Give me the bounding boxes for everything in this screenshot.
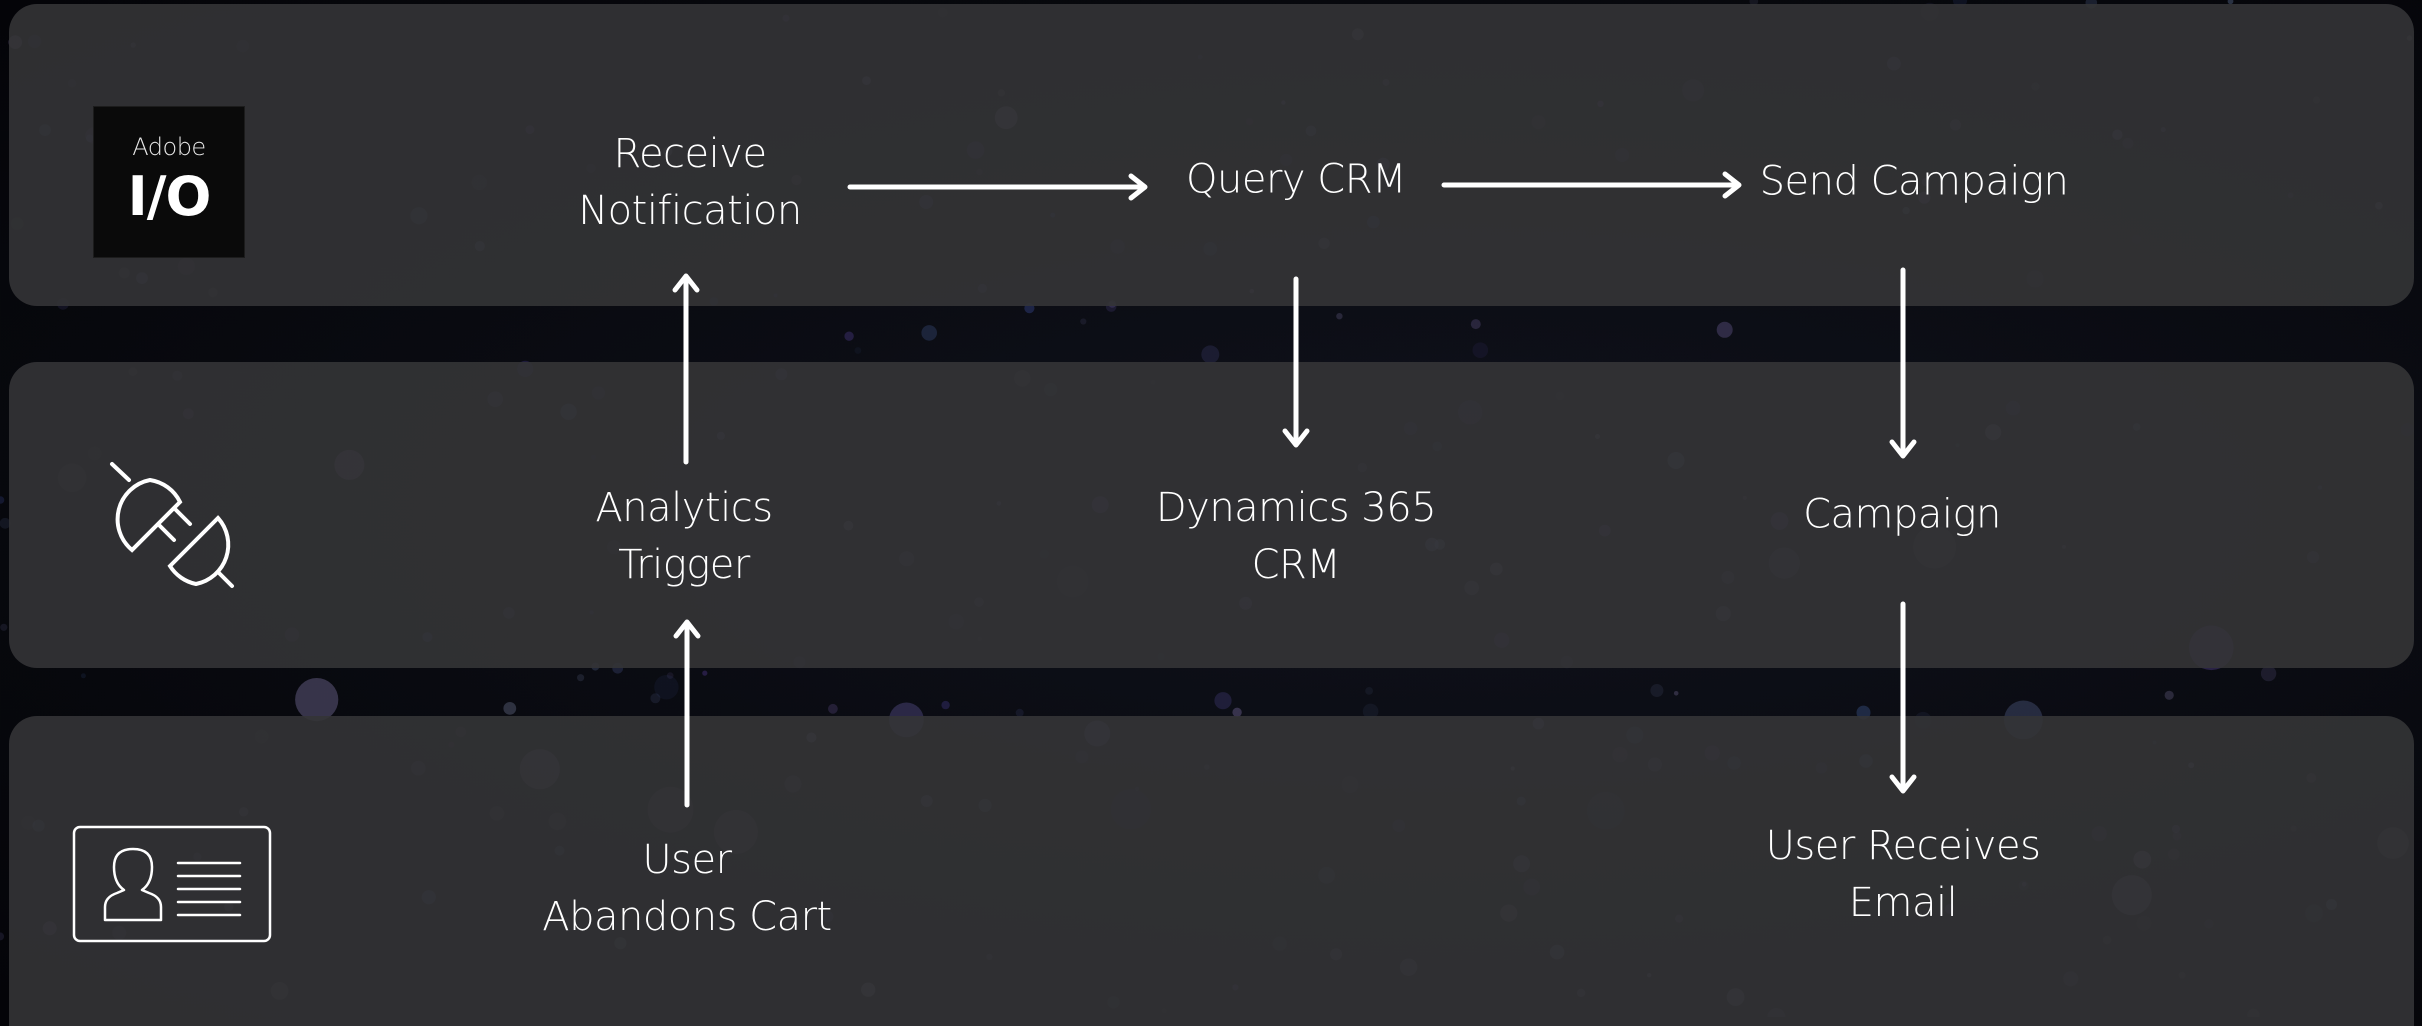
bokeh-particle bbox=[0, 496, 5, 504]
node-label-line: CRM bbox=[1251, 542, 1341, 588]
bokeh-particle bbox=[80, 673, 86, 679]
bokeh-particle bbox=[1673, 691, 1679, 696]
node-label-line: Email bbox=[1848, 880, 1958, 926]
bokeh-particle bbox=[577, 674, 585, 682]
bokeh-particle bbox=[1362, 703, 1379, 720]
bokeh-particle bbox=[702, 670, 708, 676]
arrow-send-to-campaign bbox=[1889, 267, 1917, 459]
swimlane-user bbox=[9, 716, 2414, 1026]
adobe-io-logo: Adobe I/O bbox=[94, 107, 244, 257]
arrow-query-to-send bbox=[1441, 171, 1742, 199]
bokeh-particle bbox=[0, 623, 8, 631]
node-user-receives-email: User Receives Email bbox=[1766, 818, 2041, 932]
node-send-campaign: Send Campaign bbox=[1760, 154, 2069, 211]
node-analytics-trigger: Analytics Trigger bbox=[595, 480, 773, 594]
bokeh-particle bbox=[295, 678, 339, 722]
plug-icon bbox=[104, 460, 240, 590]
bokeh-particle bbox=[1232, 707, 1242, 717]
bokeh-particle bbox=[1336, 313, 1343, 320]
logo-product-text: I/O bbox=[127, 165, 212, 228]
bokeh-particle bbox=[1201, 345, 1220, 364]
node-query-crm: Query CRM bbox=[1185, 152, 1407, 209]
node-label-line: Notification bbox=[578, 188, 802, 234]
swimlane-adobe-io bbox=[9, 4, 2414, 306]
bokeh-particle bbox=[0, 517, 11, 529]
bokeh-particle bbox=[1365, 687, 1373, 695]
bokeh-particle bbox=[1080, 318, 1087, 325]
bokeh-particle bbox=[1214, 692, 1232, 710]
node-label-line: Dynamics 365 bbox=[1155, 485, 1437, 531]
arrow-query-to-dynamics bbox=[1282, 276, 1310, 448]
node-label-line: Campaign bbox=[1803, 491, 2001, 538]
swimlane-integrations bbox=[9, 362, 2414, 668]
bokeh-particle bbox=[2227, 0, 2234, 5]
node-label-line: Send Campaign bbox=[1759, 158, 2069, 205]
bokeh-particle bbox=[828, 703, 838, 714]
arrow-cart-to-trigger bbox=[673, 619, 701, 808]
node-campaign: Campaign bbox=[1803, 487, 2001, 544]
bokeh-particle bbox=[1716, 321, 1733, 338]
bokeh-particle bbox=[941, 700, 950, 710]
bokeh-particle bbox=[2260, 665, 2277, 682]
bokeh-particle bbox=[1470, 319, 1481, 330]
arrow-campaign-to-email bbox=[1889, 601, 1917, 794]
node-dynamics-crm: Dynamics 365 CRM bbox=[1155, 480, 1437, 594]
bokeh-particle bbox=[666, 672, 674, 679]
bokeh-particle bbox=[921, 325, 937, 341]
node-label-line: Trigger bbox=[618, 542, 750, 588]
bokeh-particle bbox=[854, 347, 862, 354]
bokeh-particle bbox=[1472, 342, 1489, 359]
arrow-trigger-to-notification bbox=[672, 273, 700, 465]
node-user-abandons-cart: User Abandons Cart bbox=[542, 832, 832, 946]
bokeh-particle bbox=[844, 331, 854, 341]
node-label-line: Receive bbox=[613, 131, 767, 177]
profile-card-icon bbox=[72, 825, 272, 943]
bokeh-particle bbox=[1650, 684, 1664, 697]
logo-brand-text: Adobe bbox=[132, 133, 206, 161]
arrow-notification-to-query bbox=[847, 173, 1148, 201]
bokeh-particle bbox=[650, 693, 661, 704]
node-label-line: Analytics bbox=[595, 485, 773, 531]
node-label-line: Query CRM bbox=[1185, 156, 1407, 203]
bokeh-particle bbox=[2164, 690, 2174, 700]
bokeh-particle bbox=[503, 702, 517, 715]
bokeh-particle bbox=[654, 675, 679, 700]
node-label-line: User bbox=[642, 837, 732, 883]
bokeh-particle bbox=[0, 932, 5, 941]
bokeh-particle bbox=[1015, 708, 1024, 717]
node-label-line: Abandons Cart bbox=[542, 894, 832, 940]
node-label-line: User Receives bbox=[1765, 823, 2041, 869]
node-receive-notification: Receive Notification bbox=[578, 126, 802, 240]
